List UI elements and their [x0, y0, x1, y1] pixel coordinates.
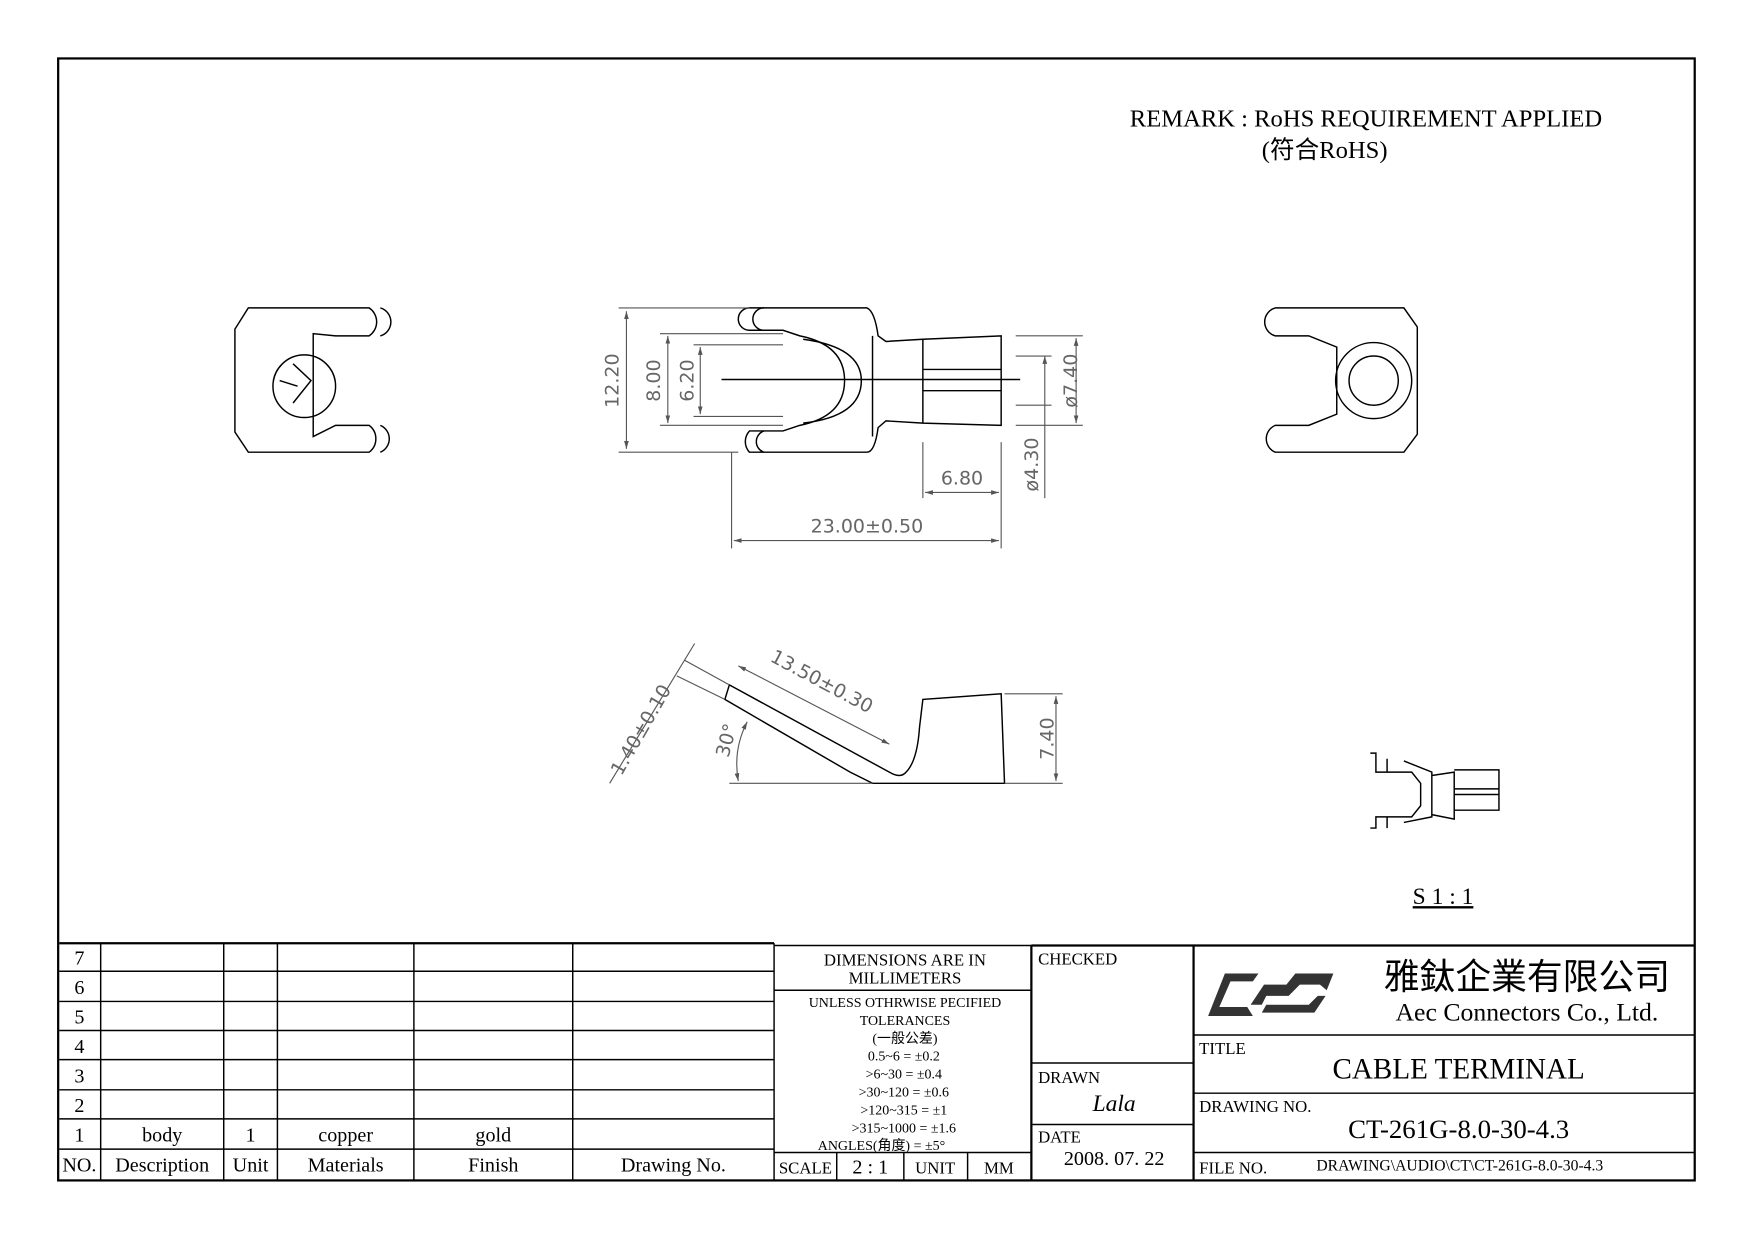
dims-line1: DIMENSIONS ARE IN [824, 951, 986, 970]
scale-note: S 1 : 1 [1413, 884, 1474, 910]
date-value: 2008. 07. 22 [1064, 1148, 1165, 1170]
tolerance-line: >30~120 = ±0.6 [859, 1086, 949, 1101]
dim-barrel-length: 6.80 [941, 468, 983, 490]
tolerance-block: DIMENSIONS ARE IN MILLIMETERS UNLESS OTH… [774, 944, 1032, 1181]
header-description: Description [115, 1154, 209, 1176]
sheet-border [57, 57, 1696, 1182]
top-view: 12.20 8.00 6.20 ø7.40 ø4.30 6.80 23.00±0… [602, 307, 1083, 549]
dim-barrel-id: ø4.30 [1021, 438, 1043, 492]
header-finish: Finish [468, 1154, 518, 1176]
scale-label: SCALE [779, 1159, 832, 1178]
bom-cell-no: 4 [74, 1036, 84, 1058]
title-block: 雅鈦企業有限公司 Aec Connectors Co., Ltd. TITLE … [1193, 957, 1695, 1178]
remark-line2: (符合RoHS) [1262, 136, 1388, 164]
drawing-no-label: DRAWING NO. [1199, 1097, 1311, 1116]
bom-cell-no: 7 [74, 948, 84, 970]
bom-cell-no: 1 [74, 1125, 84, 1147]
scale-value: 2 : 1 [852, 1157, 888, 1179]
dim-slot-outer: 8.00 [643, 359, 665, 401]
end-view-left [234, 307, 392, 453]
bom-cell-no: 5 [74, 1007, 84, 1029]
approval-block: CHECKED DRAWN Lala DATE 2008. 07. 22 [1030, 944, 1695, 1181]
dims-line2: MILLIMETERS [849, 969, 962, 988]
dim-barrel-od: ø7.40 [1060, 354, 1082, 408]
dim-arm-length: 13.50±0.30 [767, 646, 877, 718]
company-name-en: Aec Connectors Co., Ltd. [1395, 997, 1658, 1026]
bom-cell-finish: gold [475, 1125, 511, 1147]
company-name-cn: 雅鈦企業有限公司 [1384, 957, 1670, 997]
dim-width: 12.20 [602, 353, 624, 407]
unit-label: UNIT [915, 1159, 955, 1178]
title-value: CABLE TERMINAL [1333, 1054, 1585, 1086]
remark-line1: REMARK : RoHS REQUIREMENT APPLIED [1130, 106, 1602, 133]
header-materials: Materials [308, 1154, 384, 1176]
company-logo [1208, 973, 1334, 1016]
dim-height: 7.40 [1037, 717, 1059, 759]
file-no-value: DRAWING\AUDIO\CT\CT-261G-8.0-30-4.3 [1316, 1157, 1603, 1174]
tolerance-line: ANGLES(角度) = ±5° [818, 1138, 945, 1154]
drawn-value: Lala [1092, 1091, 1136, 1117]
dim-total-length: 23.00±0.50 [811, 516, 924, 538]
bom-cell-no: 6 [74, 977, 84, 999]
tolerance-line: >120~315 = ±1 [860, 1103, 947, 1118]
bom-cell-mat: copper [318, 1125, 373, 1147]
bom-table: 7 6 5 4 3 2 1 body 1 copper gold NO. Description U… [59, 942, 775, 1181]
header-drawing-no: Drawing No. [621, 1154, 726, 1176]
bom-cell-unit: 1 [246, 1125, 256, 1147]
bom-cell-no: 3 [74, 1066, 84, 1088]
header-no: NO. [62, 1154, 96, 1176]
tolerance-line: >315~1000 = ±1.6 [852, 1121, 956, 1136]
unit-value: MM [984, 1159, 1014, 1178]
tolerance-line: TOLERANCES [860, 1014, 951, 1029]
bom-cell-desc: body [142, 1125, 182, 1147]
drawing-no-value: CT-261G-8.0-30-4.3 [1348, 1114, 1569, 1144]
title-label: TITLE [1199, 1039, 1246, 1058]
dim-thickness: 1.40±0.10 [607, 681, 676, 779]
date-label: DATE [1038, 1127, 1081, 1146]
side-view: 1.40±0.10 13.50±0.30 30° 7.40 [607, 643, 1063, 785]
isometric-view [1370, 752, 1500, 829]
tolerance-line: >6~30 = ±0.4 [866, 1068, 942, 1083]
bom-cell-no: 2 [74, 1095, 84, 1117]
tolerance-line: UNLESS OTHRWISE PECIFIED [809, 996, 1001, 1011]
drawn-label: DRAWN [1038, 1068, 1100, 1087]
checked-label: CHECKED [1038, 950, 1117, 969]
end-view-right [1263, 307, 1419, 453]
tolerance-line: 0.5~6 = ±0.2 [868, 1050, 940, 1065]
file-no-label: FILE NO. [1199, 1159, 1267, 1178]
tolerance-line: (一般公差) [872, 1031, 938, 1047]
dim-slot-inner: 6.20 [677, 359, 699, 401]
header-unit: Unit [233, 1154, 269, 1176]
